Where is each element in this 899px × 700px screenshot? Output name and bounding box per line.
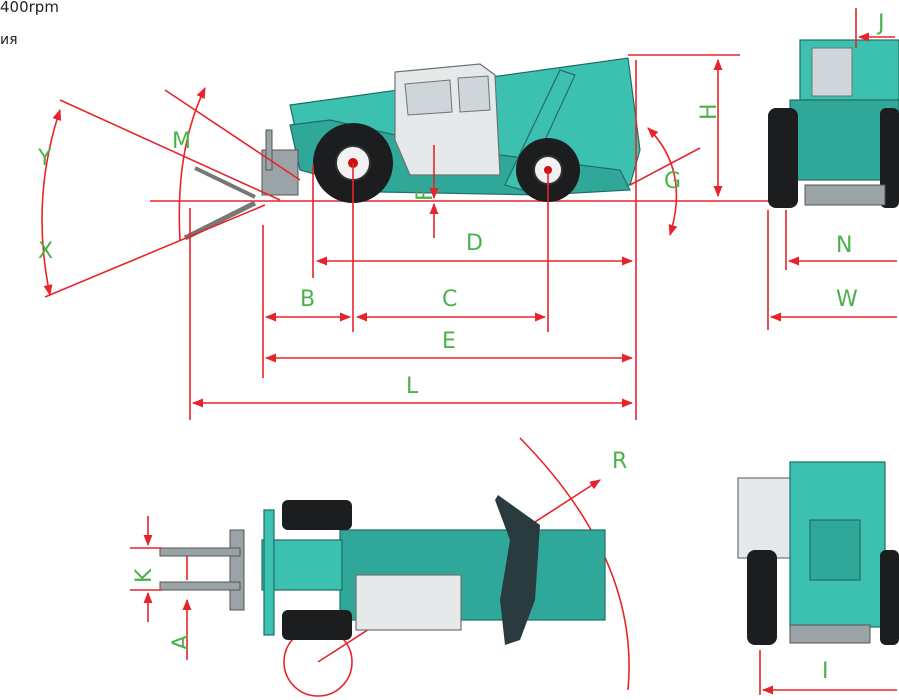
label-h: H — [697, 103, 722, 120]
label-c: C — [442, 287, 457, 312]
header-rpm-text: 400rpm — [0, 0, 59, 16]
angle-x-line — [44, 204, 266, 298]
label-d: D — [466, 231, 483, 256]
side-cab-window-rear — [457, 75, 491, 113]
label-r: R — [612, 449, 627, 474]
turning-radius-arc — [519, 437, 630, 691]
rear-view: I — [737, 461, 899, 695]
side-cab-window-front — [404, 79, 453, 116]
rear-right-tyre — [880, 550, 899, 645]
angle-m-line — [164, 89, 301, 181]
top-front-right-tyre — [282, 610, 352, 640]
label-m: M — [172, 129, 191, 154]
angle-xy-arc — [41, 108, 62, 297]
side-fork-mast — [265, 129, 273, 171]
label-i: I — [822, 659, 829, 684]
top-cab — [355, 574, 462, 631]
label-y: Y — [37, 146, 52, 171]
label-f: F — [413, 188, 438, 201]
front-fork-bar — [804, 184, 886, 206]
side-fork-up — [194, 166, 256, 199]
top-view: R K A — [130, 437, 630, 697]
rear-left-tyre — [747, 550, 777, 645]
header-caption-text: ия — [0, 32, 18, 48]
label-l: L — [406, 374, 419, 399]
front-right-tyre — [880, 108, 899, 208]
top-front-axle — [263, 509, 275, 636]
label-b: B — [300, 287, 315, 312]
angle-g-arc — [647, 127, 678, 237]
top-boom-front — [261, 539, 343, 591]
label-k: K — [132, 568, 157, 583]
top-fork-right — [159, 581, 241, 591]
side-view: Y X M F H G D B C E L — [37, 54, 770, 420]
angle-m-arc — [178, 86, 206, 241]
angle-y-line — [59, 99, 281, 201]
rear-grille — [809, 519, 861, 581]
rear-bumper — [789, 624, 871, 644]
top-fork-left — [159, 547, 241, 557]
top-fork-carriage — [229, 529, 245, 611]
side-fork-down — [183, 200, 257, 241]
rear-cab — [737, 477, 799, 559]
label-e: E — [442, 329, 456, 354]
front-left-tyre — [768, 108, 798, 208]
top-rear-axle-steer — [495, 495, 540, 645]
label-w: W — [836, 287, 858, 312]
label-j: J — [876, 11, 885, 36]
front-view: J N W — [767, 8, 899, 330]
label-g: G — [664, 169, 681, 194]
front-cab-glass — [811, 47, 853, 97]
label-n: N — [836, 233, 852, 258]
label-x: X — [38, 239, 53, 264]
label-a: A — [169, 635, 194, 650]
top-front-left-tyre — [282, 500, 352, 530]
